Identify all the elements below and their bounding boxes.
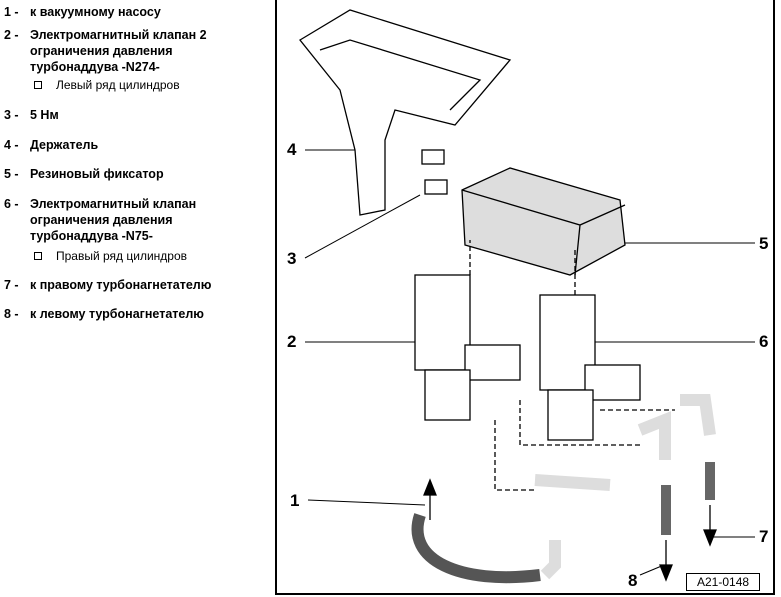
callout-3: 3 — [287, 249, 297, 268]
callout-4: 4 — [287, 140, 297, 159]
callout-1: 1 — [290, 491, 300, 510]
legend-item-4: 4 -Держатель — [4, 138, 99, 152]
bullet-square-icon — [34, 81, 42, 89]
leader-lines — [304, 149, 755, 576]
bracket — [299, 9, 512, 216]
legend-item-7: 7 -к правому турбонагнетателю — [4, 278, 212, 292]
rubber-holder — [461, 167, 626, 276]
legend-item-8: 8 -к левому турбонагнетателю — [4, 307, 204, 321]
callout-5: 5 — [759, 234, 769, 253]
legend-item-3: 3 -5 Нм — [4, 108, 59, 122]
diagram-frame — [275, 0, 775, 595]
valve-left — [414, 274, 521, 421]
callout-7: 7 — [759, 527, 769, 546]
bullet-square-icon — [34, 252, 42, 260]
arrows — [423, 478, 717, 582]
callout-2: 2 — [287, 332, 297, 351]
legend-sub-2: Левый ряд цилиндров — [34, 78, 180, 92]
callout-8: 8 — [628, 571, 638, 590]
hoses — [411, 394, 716, 584]
legend-item-1: 1 -к вакуумному насосу — [4, 5, 161, 19]
callout-6: 6 — [759, 332, 769, 351]
bolts — [421, 149, 448, 195]
legend-item-2: 2 -Электромагнитный клапан 2 ограничения… — [4, 28, 207, 74]
legend-item-6: 6 -Электромагнитный клапан ограничения д… — [4, 197, 197, 243]
legend-sub-6: Правый ряд цилиндров — [34, 249, 187, 263]
legend-item-5: 5 -Резиновый фиксатор — [4, 167, 164, 181]
valve-right — [539, 294, 641, 441]
dashed-guides — [469, 240, 675, 491]
figure-code: A21-0148 — [686, 573, 761, 591]
